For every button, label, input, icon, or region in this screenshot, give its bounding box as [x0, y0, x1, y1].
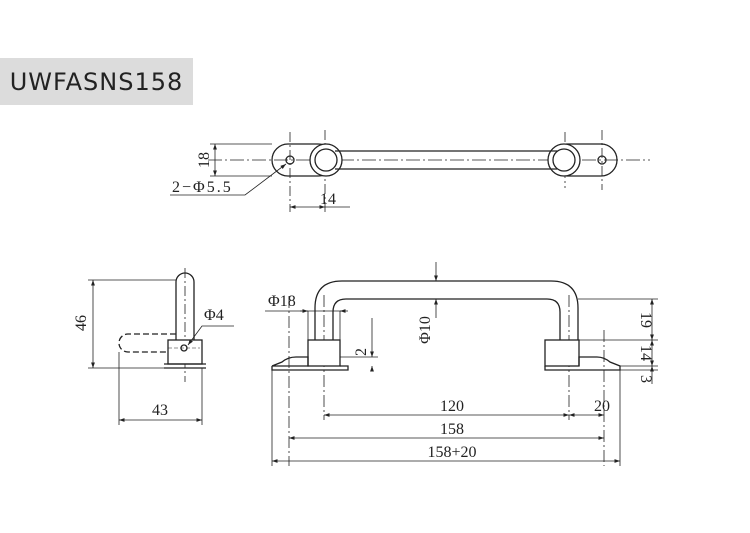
handle-inner — [332, 298, 561, 340]
dim-height-19: 19 — [637, 312, 654, 328]
left-mount-hole — [285, 155, 295, 165]
dim-center-span: 158 — [440, 421, 464, 438]
model-code-badge: UWFASNS158 — [0, 58, 193, 105]
right-front-boss — [544, 339, 580, 367]
dim-side-height: 46 — [73, 315, 90, 331]
dim-inner-span: 120 — [440, 398, 464, 415]
side-base — [167, 339, 203, 365]
dim-end-offset: 20 — [594, 398, 610, 415]
dim-overall-span: 158+20 — [427, 444, 476, 461]
dim-height-3: 3 — [637, 375, 654, 383]
dim-top-width: 18 — [196, 152, 213, 168]
side-view — [88, 268, 234, 425]
model-code: UWFASNS158 — [9, 67, 184, 96]
side-grip-horizontal — [118, 333, 176, 353]
dim-holes: 2−Φ5.5 — [172, 179, 233, 196]
side-grip-vertical — [175, 272, 195, 348]
dim-bottom-small: 2 — [353, 348, 370, 356]
dim-base-diameter: Φ18 — [268, 293, 296, 310]
left-front-plate — [271, 356, 349, 371]
dim-top-offset: 14 — [320, 191, 336, 208]
right-mount-hole — [597, 155, 607, 165]
dim-height-14: 14 — [637, 345, 654, 361]
dim-side-width: 43 — [152, 402, 168, 419]
dim-pin-diameter: Φ4 — [204, 307, 224, 324]
top-view — [170, 130, 650, 212]
handle-outer — [314, 280, 579, 340]
right-front-plate — [544, 356, 621, 371]
front-view — [265, 262, 658, 466]
left-front-boss — [307, 339, 341, 367]
dim-bar-diameter: Φ10 — [417, 316, 434, 344]
